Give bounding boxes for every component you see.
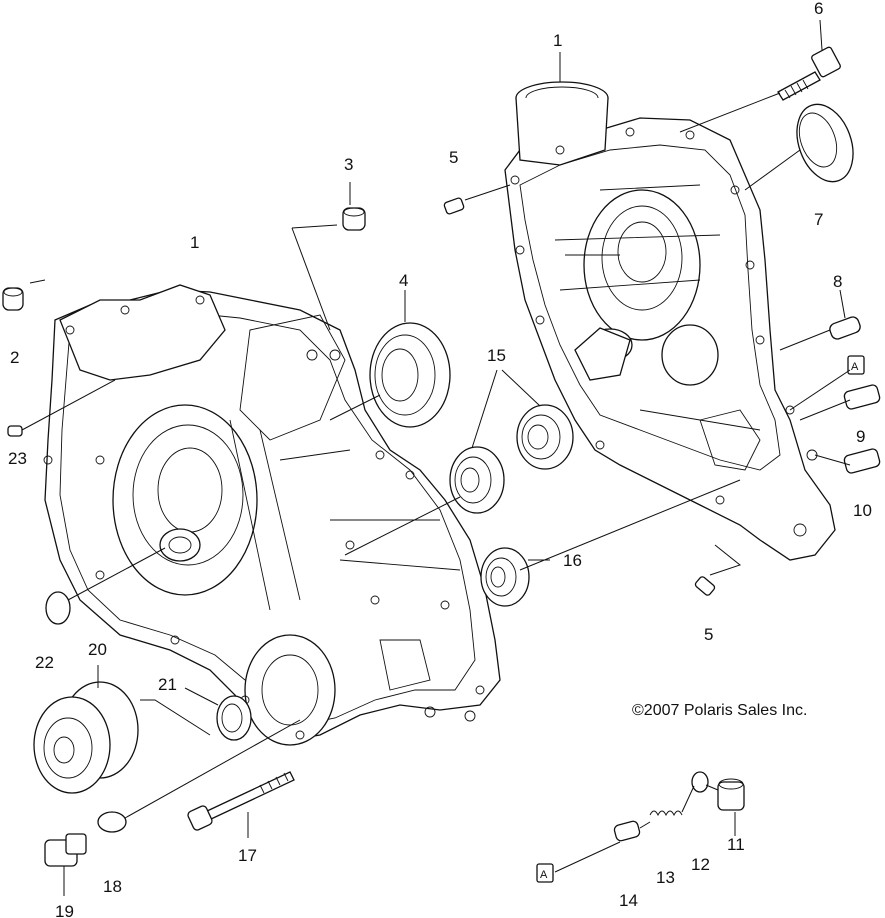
callout-numbers: 1 1 2 3 4 5 5 6 7 8 9 10 11 12 13 14 15 … — [8, 0, 872, 918]
callout-21: 21 — [158, 675, 177, 694]
callout-23: 23 — [8, 449, 27, 468]
crankcase-right-half — [504, 81, 836, 561]
callout-7: 7 — [814, 210, 823, 229]
fitting-9 — [843, 384, 881, 410]
callout-11: 11 — [727, 835, 745, 854]
callout-10: 10 — [853, 501, 872, 520]
seal-21 — [216, 695, 252, 741]
tag-a-bottom: A — [536, 863, 554, 883]
callout-20: 20 — [88, 640, 107, 659]
washer-12 — [691, 771, 709, 793]
plunger-14 — [613, 820, 641, 842]
callout-5-bottom: 5 — [704, 625, 713, 644]
callout-1-left: 1 — [190, 233, 199, 252]
callout-9: 9 — [856, 427, 865, 446]
crankcase-left-half — [43, 284, 501, 746]
pulley-20 — [33, 681, 139, 794]
callout-19: 19 — [55, 902, 74, 918]
callout-2: 2 — [10, 348, 19, 367]
callout-4: 4 — [399, 271, 408, 290]
dowel-pin-5-bottom — [694, 576, 716, 596]
dowel-8 — [829, 316, 861, 340]
fitting-10 — [843, 448, 881, 474]
callout-15: 15 — [487, 346, 506, 365]
pin-23 — [7, 425, 23, 437]
bearing-15-a — [516, 404, 574, 470]
tag-a-right: A — [847, 355, 865, 375]
long-bolt-17 — [187, 771, 295, 831]
bolt-6 — [777, 46, 841, 101]
callout-18: 18 — [103, 877, 122, 896]
oil-seal-7 — [796, 103, 854, 183]
callout-14: 14 — [619, 891, 638, 910]
copyright-notice: ©2007 Polaris Sales Inc. — [632, 702, 807, 719]
callout-1-right: 1 — [553, 31, 562, 50]
tag-a-right-text: A — [851, 361, 859, 373]
callout-13: 13 — [656, 868, 675, 887]
washer-18 — [97, 811, 127, 833]
dowel-3 — [342, 207, 366, 231]
callout-5-top: 5 — [449, 148, 458, 167]
bearing-15-b — [449, 446, 505, 514]
callout-3: 3 — [344, 155, 353, 174]
dowel-2 — [2, 287, 24, 311]
dowel-pin-5-top — [443, 197, 465, 215]
bearing-4 — [369, 322, 451, 428]
callout-17: 17 — [238, 846, 257, 865]
bearing-16 — [480, 547, 530, 607]
callout-8: 8 — [833, 272, 842, 291]
drain-plug-19 — [44, 833, 87, 867]
callout-6: 6 — [814, 0, 823, 18]
bolt-11 — [717, 778, 745, 811]
callout-12: 12 — [691, 855, 710, 874]
callout-16: 16 — [563, 551, 582, 570]
spring-13 — [649, 810, 683, 817]
leader-lines — [21, 19, 851, 896]
tag-a-bottom-text: A — [540, 869, 548, 881]
plug-22 — [45, 591, 71, 625]
callout-22: 22 — [35, 653, 54, 672]
